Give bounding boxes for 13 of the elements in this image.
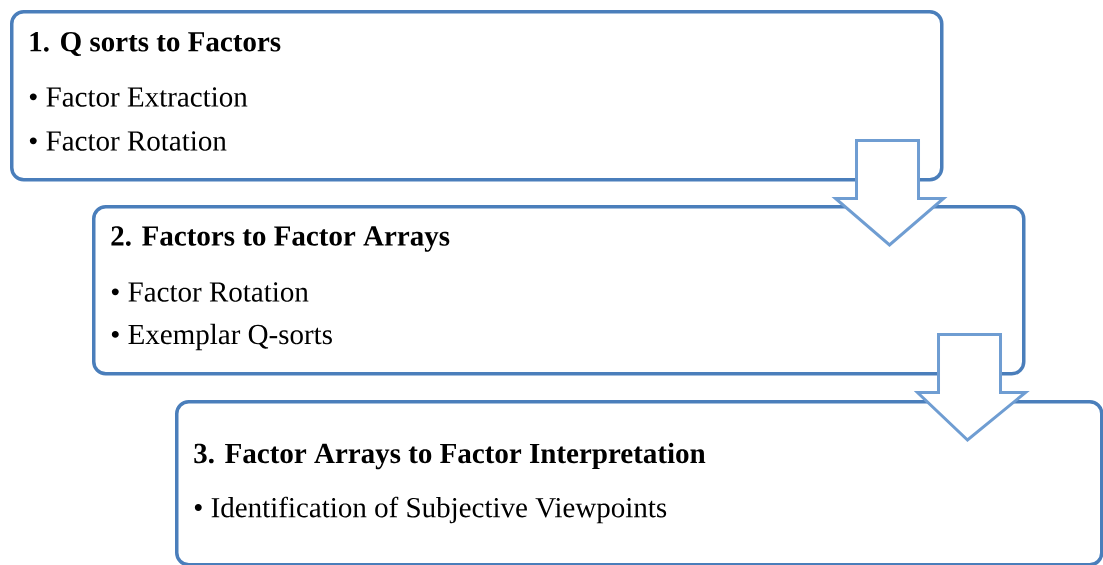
block-arrow bbox=[831, 139, 948, 247]
bullet-item: • Factor Rotation bbox=[111, 282, 309, 302]
box-heading: 2. Factors to Factor Arrays bbox=[111, 226, 450, 252]
process-box bbox=[92, 205, 1026, 376]
box-heading: 1. Q sorts to Factors bbox=[30, 32, 281, 56]
bullet-item: • Exemplar Q-sorts bbox=[111, 323, 332, 351]
bullet-item: • Factor Extraction bbox=[29, 87, 248, 107]
process-box bbox=[175, 400, 1103, 565]
bullet-item: • Factor Rotation bbox=[29, 131, 227, 151]
box-heading: 3. Factor Arrays to Factor Interpretation bbox=[194, 442, 706, 470]
block-arrow bbox=[913, 333, 1030, 442]
bullet-item: • Identification of Subjective Viewpoints bbox=[194, 496, 667, 524]
process-box bbox=[10, 10, 944, 182]
